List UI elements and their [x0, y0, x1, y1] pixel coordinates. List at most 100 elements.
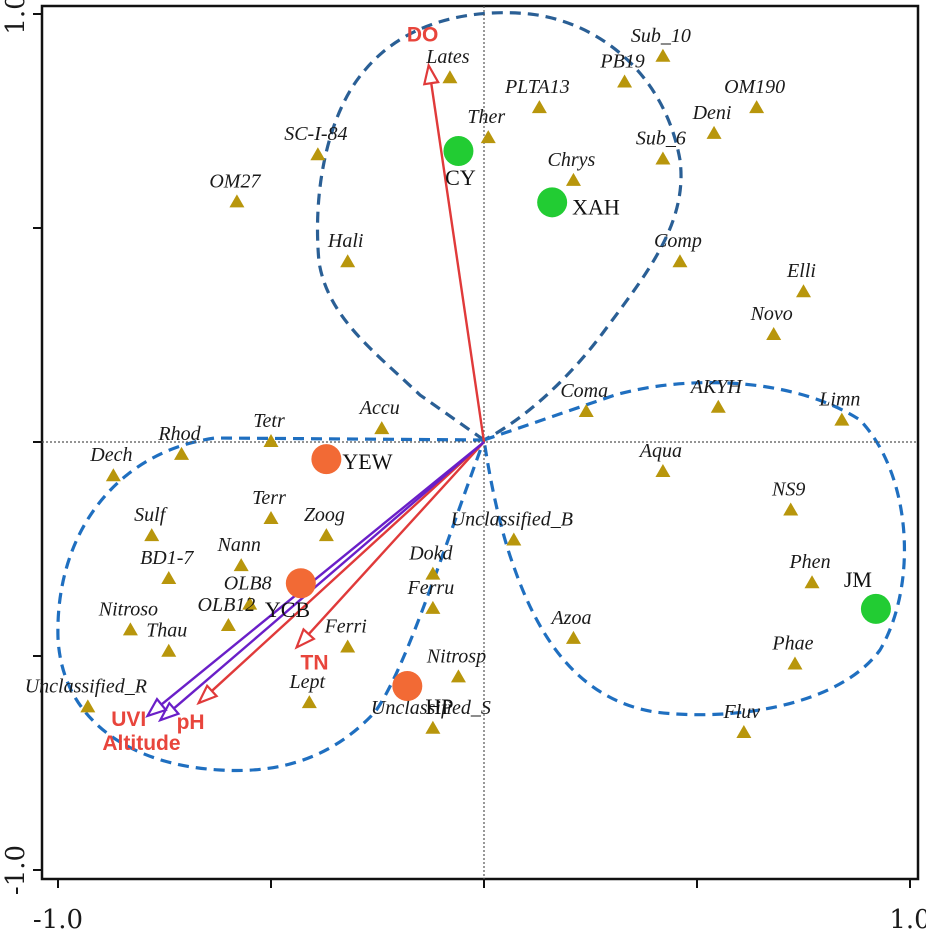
species-label-deni: Deni: [692, 102, 732, 124]
hull-top: [315, 11, 683, 442]
vector-head-uvi: [157, 701, 181, 723]
species-marker-unclassified-b: [506, 532, 522, 546]
y-tick-label-1: 1.0: [1, 0, 31, 35]
species-marker-dokd: [425, 566, 441, 580]
site-label-xah: XAH: [572, 194, 620, 219]
species-marker-rhod: [174, 446, 190, 460]
hull-left: [56, 436, 487, 773]
species-marker-novo: [766, 327, 782, 340]
hull-right: [482, 381, 907, 717]
species-label-coma: Coma: [560, 380, 608, 402]
species-label-nitroso: Nitroso: [98, 598, 158, 620]
species-label-ns9: NS9: [771, 478, 805, 500]
x-tick-label-0: -1.0: [33, 905, 83, 935]
species-marker-limn: [834, 412, 850, 426]
species-marker-fluv: [736, 725, 752, 739]
species-marker-chrys: [565, 172, 581, 186]
species-marker-ns9: [783, 502, 799, 516]
species-label-phae: Phae: [771, 633, 813, 655]
species-marker-lates: [442, 70, 458, 84]
species-label-lept: Lept: [289, 671, 326, 693]
species-label-fluv: Fluv: [723, 701, 761, 723]
vector-label-altitude: Altitude: [102, 732, 180, 755]
species-marker-om27: [229, 194, 245, 208]
species-label-limn: Limn: [818, 389, 860, 411]
species-label-sc-i-84: SC-I-84: [284, 123, 347, 145]
vector-label-uvi: UVI: [111, 708, 146, 731]
site-marker-ycb: [285, 568, 316, 599]
species-label-ther: Ther: [467, 106, 505, 128]
species-label-terr: Terr: [252, 487, 286, 509]
species-label-om190: OM190: [724, 76, 785, 98]
species-marker-sulf: [144, 528, 160, 542]
species-marker-hali: [340, 254, 356, 268]
species-marker-ferri: [340, 639, 356, 653]
species-label-ferru: Ferru: [407, 577, 455, 599]
vector-head-altitude: [145, 697, 168, 718]
site-label-cy: CY: [445, 165, 476, 190]
species-marker-lept: [301, 695, 317, 709]
vector-head-ph: [196, 683, 219, 706]
species-marker-zoog: [318, 528, 334, 542]
species-marker-comp: [672, 254, 688, 268]
species-marker-aqua: [655, 463, 671, 477]
vector-label-ph: pH: [177, 711, 205, 734]
vector-label-do: DO: [407, 23, 439, 46]
species-marker-bd1-7: [161, 570, 177, 584]
site-label-ycb: YCB: [265, 597, 310, 622]
vector-line-tn: [307, 441, 485, 635]
species-marker-sub-6: [655, 151, 671, 165]
species-label-dech: Dech: [89, 444, 132, 466]
vector-head-tn: [294, 627, 316, 650]
species-label-plta13: PLTA13: [504, 76, 570, 98]
species-label-elli: Elli: [786, 260, 816, 282]
species-label-sub-10: Sub_10: [631, 25, 691, 47]
site-label-jm: JM: [844, 567, 872, 592]
x-tick-label-1: 1.0: [889, 905, 926, 935]
species-marker-sc-i-84: [310, 147, 326, 161]
species-marker-ther: [480, 130, 496, 144]
species-marker-om190: [749, 100, 765, 114]
species-label-om27: OM27: [209, 170, 261, 192]
site-marker-yew: [311, 444, 342, 475]
vector-head-do: [422, 62, 440, 86]
species-label-olb8: OLB8: [224, 573, 272, 595]
species-label-aqua: Aqua: [638, 440, 682, 462]
species-label-dokd: Dokd: [408, 543, 453, 565]
site-marker-xah: [537, 187, 568, 218]
species-label-novo: Novo: [750, 303, 793, 325]
species-label-accu: Accu: [358, 397, 400, 419]
species-marker-terr: [263, 511, 279, 525]
species-label-unclassified-b: Unclassified_B: [451, 508, 573, 530]
species-label-lates: Lates: [425, 46, 470, 68]
vector-line-uvi: [173, 441, 485, 710]
site-group-hulls: [56, 11, 907, 773]
species-marker-phen: [804, 575, 820, 589]
species-marker-elli: [796, 284, 811, 298]
vector-line-ph: [211, 441, 485, 692]
species-marker-olb12: [220, 618, 236, 632]
species-label-zoog: Zoog: [304, 504, 345, 526]
species-marker-unclassified-r: [80, 699, 96, 713]
site-marker-cy: [443, 135, 474, 166]
site-marker-jm: [860, 593, 891, 624]
y-tick-label-0: -1.0: [1, 845, 31, 895]
species-marker-azoa: [565, 630, 581, 644]
species-label-unclassified-s: Unclassified_S: [371, 697, 491, 719]
species-marker-sub-10: [655, 48, 671, 62]
species-label-sulf: Sulf: [134, 504, 168, 526]
species-label-azoa: Azoa: [549, 607, 591, 629]
species-label-ferri: Ferri: [324, 615, 367, 637]
species-marker-pb19: [617, 74, 633, 88]
species-marker-unclassified-s: [425, 720, 441, 734]
species-marker-tetr: [263, 434, 279, 447]
site-marker-hp: [392, 670, 423, 701]
species-marker-phae: [787, 656, 803, 670]
species-marker-nitrosp: [450, 669, 466, 683]
vector-line-do: [430, 82, 486, 443]
species-marker-thau: [161, 643, 177, 657]
site-label-hp: HP: [425, 694, 453, 719]
species-marker-akyh: [710, 399, 726, 413]
